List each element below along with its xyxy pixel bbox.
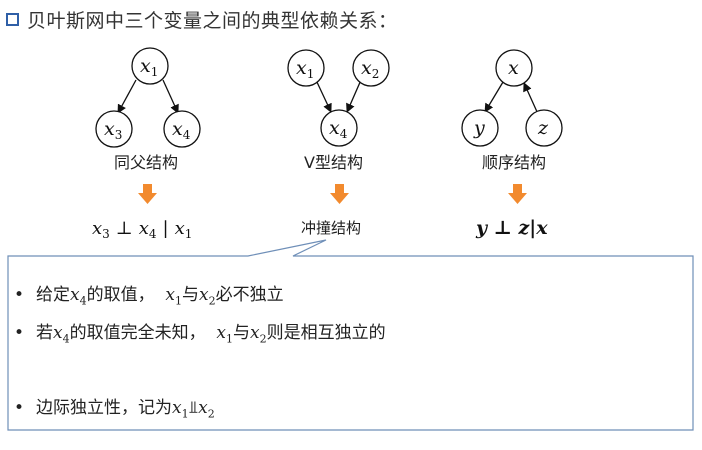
node-y (461, 109, 499, 147)
node-x4-label: x4 (329, 117, 348, 141)
node-x2-label: x2 (361, 57, 379, 81)
node-x (495, 49, 533, 87)
node-x4 (163, 110, 201, 148)
chain-result: y ⊥ z|x (475, 217, 548, 239)
node-z-label: z (537, 117, 549, 139)
node-x1-label: x1 (296, 57, 314, 81)
node-x1 (287, 49, 325, 87)
common-parent-result: x3⊥x4|x1 (92, 218, 192, 241)
callout-box (7, 239, 694, 431)
v-structure: x1 x2 x4 V型结构 冲撞结构 (287, 49, 390, 237)
node-x1-label: x1 (140, 55, 158, 79)
v-structure-result: 冲撞结构 (301, 219, 361, 237)
bullet-item: • 若 x4 的取值完全未知， x1 与 x2 则是相互独立的 (14, 323, 386, 346)
node-z (525, 109, 563, 147)
bullet-item: • 给定 x4 的取值， x1 与 x2 必不独立 (14, 285, 284, 308)
node-x4-label: x4 (172, 118, 191, 142)
bullet-item: • 边际独立性，记为 x1 ⫫ x2 (14, 398, 215, 421)
down-arrow-icon (330, 184, 349, 204)
node-x-label: x (508, 57, 519, 79)
node-y-label: y (473, 117, 485, 139)
chain-label: 顺序结构 (482, 153, 546, 172)
chain-structure: x y z 顺序结构 y ⊥ z|x (461, 49, 563, 239)
common-parent-label: 同父结构 (114, 153, 178, 172)
common-parent-structure: x1 x3 x4 同父结构 x3⊥x4|x1 (92, 47, 201, 241)
node-x1 (131, 47, 169, 85)
node-x4 (320, 109, 358, 147)
square-bullet-icon (6, 12, 19, 26)
heading: 贝叶斯网中三个变量之间的典型依赖关系： (27, 9, 398, 32)
node-x3-label: x3 (104, 118, 122, 142)
node-x3 (95, 110, 133, 148)
down-arrow-icon (138, 184, 157, 204)
node-x2 (352, 49, 390, 87)
v-structure-label: V型结构 (304, 153, 363, 172)
down-arrow-icon (508, 184, 527, 204)
heading-row: 贝叶斯网中三个变量之间的典型依赖关系： (6, 5, 398, 33)
